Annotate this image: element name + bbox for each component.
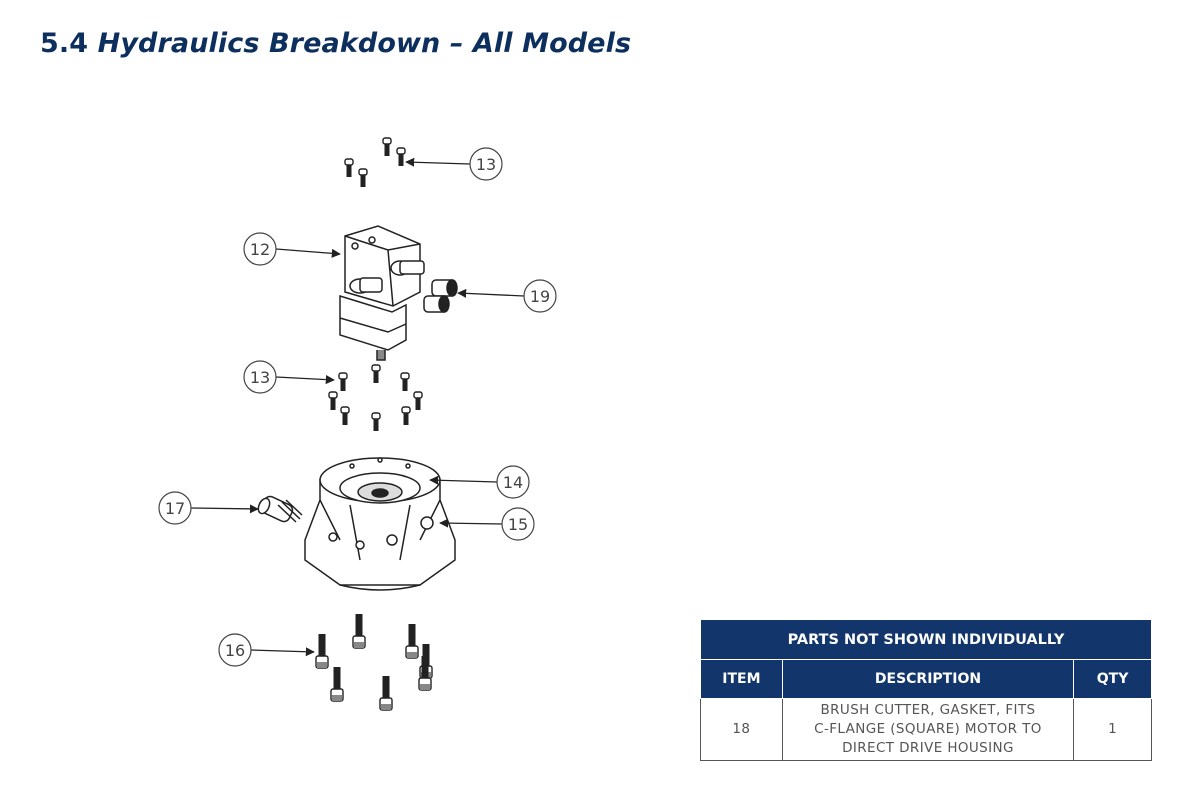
callout-14: 14	[429, 465, 530, 499]
callout-16: 16	[218, 633, 315, 667]
description-cell: BRUSH CUTTER, GASKET, FITS C-FLANGE (SQU…	[781, 698, 1075, 761]
table-row: 18 BRUSH CUTTER, GASKET, FITS C-FLANGE (…	[700, 698, 1152, 761]
parts-not-shown-table: PARTS NOT SHOWN INDIVIDUALLY ITEM DESCRI…	[700, 619, 1152, 761]
threaded-stud	[257, 495, 303, 523]
table-title: PARTS NOT SHOWN INDIVIDUALLY	[700, 619, 1152, 660]
section-number: 5.4	[40, 28, 89, 59]
callout-label: 15	[508, 515, 528, 534]
callout-label: 16	[225, 641, 245, 660]
column-header-qty: QTY	[1073, 659, 1152, 699]
callout-12: 12	[243, 232, 341, 266]
middle-bolts-group	[328, 364, 423, 432]
section-title: Hydraulics Breakdown – All Models	[97, 28, 632, 59]
table-header-row: ITEM DESCRIPTION QTY	[700, 659, 1152, 699]
callout-label: 19	[530, 287, 550, 306]
callout-label: 13	[250, 368, 270, 387]
callout-label: 17	[165, 499, 185, 518]
bottom-bolts-group	[315, 613, 433, 711]
direct-drive-housing	[304, 457, 456, 591]
column-header-description: DESCRIPTION	[781, 659, 1075, 699]
table-title-row: PARTS NOT SHOWN INDIVIDUALLY	[700, 619, 1152, 660]
hydraulic-motor	[339, 225, 425, 361]
callout-label: 14	[503, 473, 523, 492]
top-bolts-group	[344, 137, 406, 188]
callout-13-top: 13	[405, 147, 503, 181]
callout-label: 12	[250, 240, 270, 259]
callout-19: 19	[457, 279, 557, 313]
callout-13-middle: 13	[243, 360, 335, 394]
qty-cell: 1	[1073, 698, 1152, 761]
page-title: 5.4 Hydraulics Breakdown – All Models	[40, 28, 631, 59]
column-header-item: ITEM	[700, 659, 783, 699]
callout-15: 15	[439, 507, 535, 541]
callout-label: 13	[476, 155, 496, 174]
item-cell: 18	[700, 698, 783, 761]
callout-17: 17	[158, 491, 259, 525]
hydraulic-fittings	[423, 279, 458, 313]
